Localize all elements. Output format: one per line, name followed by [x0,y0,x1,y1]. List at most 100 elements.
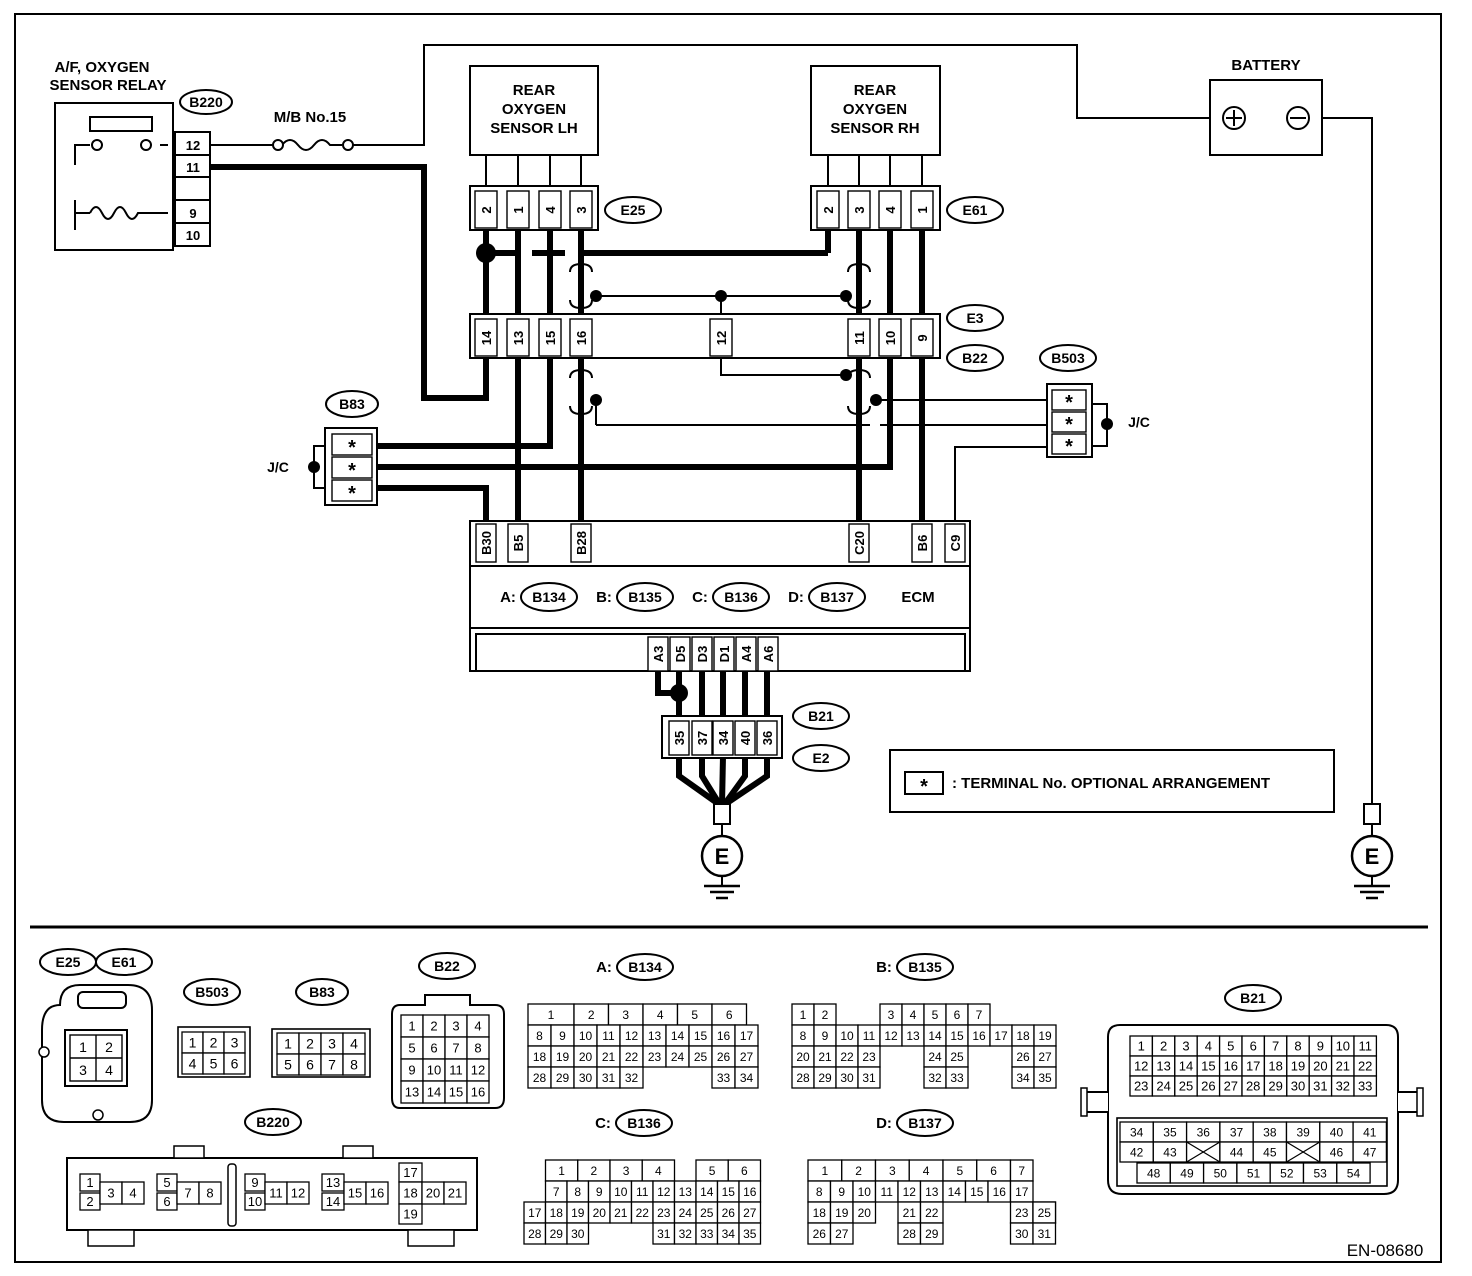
pin-cell [619,1066,644,1089]
b503-pin: * [1065,414,1073,436]
e3-pin: 11 [852,331,867,345]
pin-cell [1353,1075,1378,1097]
pin-number: 4 [350,1036,358,1052]
pin-number: 19 [1291,1059,1305,1074]
legend-symbol: * [920,776,928,798]
pin-number: 23 [648,1050,662,1064]
sensor-rh-connector-code: E61 [963,202,988,218]
face-prefix: C: [595,1115,611,1132]
pin-number: 27 [835,1227,849,1241]
pin-number: 1 [408,1019,415,1034]
pin-number: 33 [717,1071,731,1085]
pin-number: 23 [862,1050,876,1064]
pin-number: 24 [1156,1079,1170,1094]
ecm-pin: A4 [739,645,754,662]
pin-number: 11 [863,1029,876,1043]
pin-number: 4 [1205,1039,1212,1054]
pin-number: 20 [796,1050,810,1064]
sensor-rh-line3: SENSOR RH [830,120,919,137]
pin-number: 28 [528,1227,542,1241]
pin-number: 5 [1227,1039,1234,1054]
pin-number: 35 [1163,1125,1177,1139]
pin-number: 7 [553,1185,560,1199]
pin-number: 49 [1180,1166,1194,1180]
pin-number: 46 [1330,1145,1344,1159]
pin-cell [1352,1141,1388,1163]
pin-number: 38 [1263,1125,1277,1139]
pin-number: 6 [306,1057,314,1073]
pin-number: 39 [1296,1125,1310,1139]
pin-number: 15 [449,1085,463,1100]
pin-number: 4 [129,1186,136,1201]
pin-number: 1 [558,1164,565,1178]
pin-number: 20 [858,1206,872,1220]
pin-number: 25 [694,1050,708,1064]
pin-number: 15 [694,1029,708,1043]
pin-number: 1 [284,1036,292,1052]
pin-number: 16 [717,1029,731,1043]
pin-number: 2 [855,1164,862,1178]
pin-number: 31 [657,1227,671,1241]
pin-cell [566,1222,590,1245]
pin-number: 30 [1291,1079,1305,1094]
pin-cell [1033,1066,1057,1089]
blank-pin-cross [1286,1141,1321,1163]
pin-cell [286,1181,310,1205]
pin-number: 2 [822,1008,829,1022]
pin-cell [738,1222,762,1245]
page-border [14,13,1442,1263]
wires [210,44,1373,808]
pin-cell [398,1203,423,1225]
b21-pin: 34 [716,730,731,745]
relay-pin: 12 [186,138,200,153]
pin-number: 5 [709,1164,716,1178]
pin-number: 9 [408,1063,415,1078]
pin-number: 4 [474,1019,481,1034]
pin-number: 5 [408,1041,415,1056]
pin-number: 25 [950,1050,964,1064]
pin-number: 27 [743,1206,757,1220]
pin-number: 10 [1336,1039,1350,1054]
face-code: B135 [908,959,942,975]
relay-pin: 10 [186,228,200,243]
pin-number: 30 [1015,1227,1029,1241]
pin-number: 32 [625,1071,639,1085]
pin-number: 18 [403,1186,417,1201]
pin-number: 6 [741,1164,748,1178]
face-code: B21 [1240,990,1266,1006]
pin-number: 17 [528,1206,542,1220]
relay-connector-code: B220 [189,94,223,110]
pin-number: 3 [888,1008,895,1022]
pin-number: 23 [1134,1079,1148,1094]
pin-number: 29 [1268,1079,1282,1094]
e3-pin: 10 [883,331,898,345]
b503-jc-label: J/C [1128,414,1150,430]
face-pin: 3 [79,1062,87,1078]
pin-number: 11 [1358,1039,1372,1054]
pin-number: 30 [840,1071,854,1085]
pin-number: 52 [1280,1166,1294,1180]
ecm-pin: A6 [761,646,776,663]
ecm-pin: D5 [673,646,688,663]
face-code: B137 [908,1115,942,1131]
pin-number: 4 [189,1056,197,1072]
sensor-rh-pin: 3 [852,206,867,213]
pin-number: 2 [588,1008,595,1022]
pin-cell [121,1181,145,1205]
e3-connector-code: E3 [966,310,983,326]
sensor-lh-connector-code: E25 [621,202,646,218]
pin-number: 20 [1313,1059,1327,1074]
pin-number: 20 [593,1206,607,1220]
face-code: B136 [627,1115,661,1131]
pin-number: 6 [231,1056,239,1072]
pin-number: 34 [740,1071,754,1085]
pin-cell [734,1066,759,1089]
pin-number: 29 [556,1071,570,1085]
pin-number: 10 [579,1029,593,1043]
pin-number: 7 [452,1041,459,1056]
sensor-lh: REAR OXYGEN SENSOR LH 2 1 4 3 E25 [469,65,662,231]
ecm-pin: D1 [717,646,732,663]
